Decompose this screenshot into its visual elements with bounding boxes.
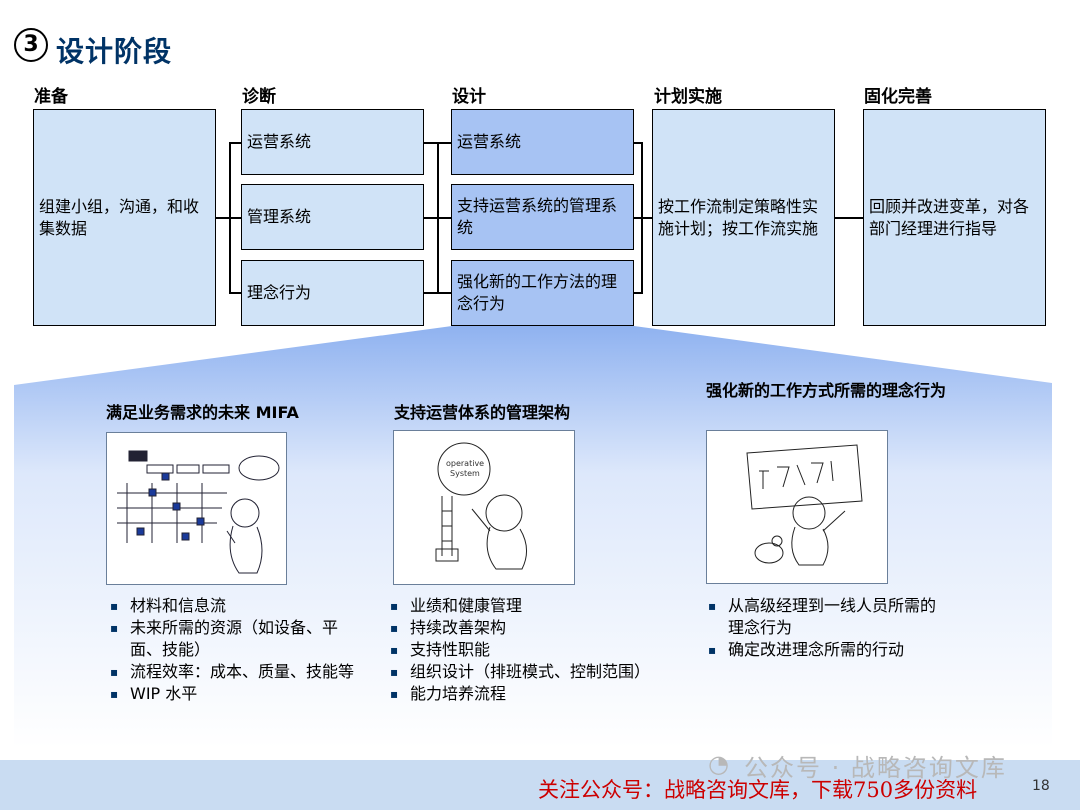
bullet-item: 支持性职能 <box>390 639 690 661</box>
prepare-box: 组建小组，沟通，和收集数据 <box>33 109 216 326</box>
design-box-label: 强化新的工作方法的理念行为 <box>457 272 618 313</box>
watermark-text: 公众号 · 战略咨询文库 <box>744 754 1007 782</box>
section-title-mindset: 强化新的工作方式所需的理念行为 <box>706 381 947 400</box>
diagnose-box-label: 运营系统 <box>247 132 312 151</box>
section-bullets-mindset: 从高级经理到一线人员所需的理念行为 确定改进理念所需的行动 <box>708 595 938 661</box>
management-sketch-illustration: operative System <box>393 430 575 585</box>
design-box-operations: 运营系统 <box>451 109 634 175</box>
mifa-sketch-illustration <box>106 432 287 585</box>
connector <box>834 217 864 219</box>
diagnose-box-label: 理念行为 <box>247 283 312 302</box>
refine-box-text: 回顾并改进变革，对各部门经理进行指导 <box>869 196 1030 238</box>
section-bullets-management: 业绩和健康管理 持续改善架构 支持性职能 组织设计（排班模式、控制范围） 能力培… <box>390 595 690 705</box>
connector <box>633 292 643 294</box>
bullet-item: 未来所需的资源（如设备、平面、技能） <box>110 617 360 661</box>
section-title-management: 支持运营体系的管理架构 <box>394 403 571 422</box>
connector <box>229 217 241 219</box>
footer-band <box>0 760 1080 810</box>
connector <box>633 217 643 219</box>
page-number: 18 <box>1032 778 1050 794</box>
bullet-item: 组织设计（排班模式、控制范围） <box>390 661 690 683</box>
diagnose-box-operations: 运营系统 <box>241 109 424 175</box>
bullet-item: WIP 水平 <box>110 683 360 705</box>
mindset-sketch-illustration <box>706 430 888 584</box>
bullet-item: 能力培养流程 <box>390 683 690 705</box>
connector <box>229 142 241 144</box>
phase-heading-diagnose: 诊断 <box>242 87 276 107</box>
section-title-mifa: 满足业务需求的未来 MIFA <box>106 403 299 422</box>
page-title: 设计阶段 <box>56 35 173 68</box>
bullet-item: 从高级经理到一线人员所需的理念行为 <box>708 595 938 639</box>
diagnose-box-mindset: 理念行为 <box>241 260 424 326</box>
diagnose-box-label: 管理系统 <box>247 207 312 226</box>
section-bullets-mifa: 材料和信息流 未来所需的资源（如设备、平面、技能） 流程效率：成本、质量、技能等… <box>110 595 360 705</box>
phase-heading-design: 设计 <box>452 87 486 107</box>
sketch-text: System <box>450 469 480 478</box>
diagnose-box-management: 管理系统 <box>241 184 424 250</box>
prepare-box-text: 组建小组，沟通，和收集数据 <box>39 196 200 238</box>
connector <box>229 292 241 294</box>
bullet-item: 确定改进理念所需的行动 <box>708 639 938 661</box>
design-box-management: 支持运营系统的管理系统 <box>451 184 634 250</box>
step-number-badge: 3 <box>14 28 48 62</box>
phase-heading-plan: 计划实施 <box>654 87 722 107</box>
phase-heading-prepare: 准备 <box>34 87 68 107</box>
connector <box>437 142 439 294</box>
phase-heading-refine: 固化完善 <box>864 87 932 107</box>
connector <box>215 217 230 219</box>
design-box-mindset: 强化新的工作方法的理念行为 <box>451 260 634 326</box>
plan-box-text: 按工作流制定策略性实施计划；按工作流实施 <box>658 196 819 238</box>
connector <box>633 142 643 144</box>
bullet-item: 材料和信息流 <box>110 595 360 617</box>
refine-box: 回顾并改进变革，对各部门经理进行指导 <box>863 109 1046 326</box>
promo-text: 关注公众号：战略咨询文库，下载750多份资料 <box>538 778 978 802</box>
bullet-item: 持续改善架构 <box>390 617 690 639</box>
bullet-item: 业绩和健康管理 <box>390 595 690 617</box>
plan-box: 按工作流制定策略性实施计划；按工作流实施 <box>652 109 835 326</box>
sketch-text: operative <box>446 459 484 468</box>
design-box-label: 支持运营系统的管理系统 <box>457 196 618 237</box>
bullet-item: 流程效率：成本、质量、技能等 <box>110 661 360 683</box>
wechat-icon: ◔ <box>708 750 729 778</box>
connector <box>641 217 653 219</box>
design-box-label: 运营系统 <box>457 132 522 151</box>
